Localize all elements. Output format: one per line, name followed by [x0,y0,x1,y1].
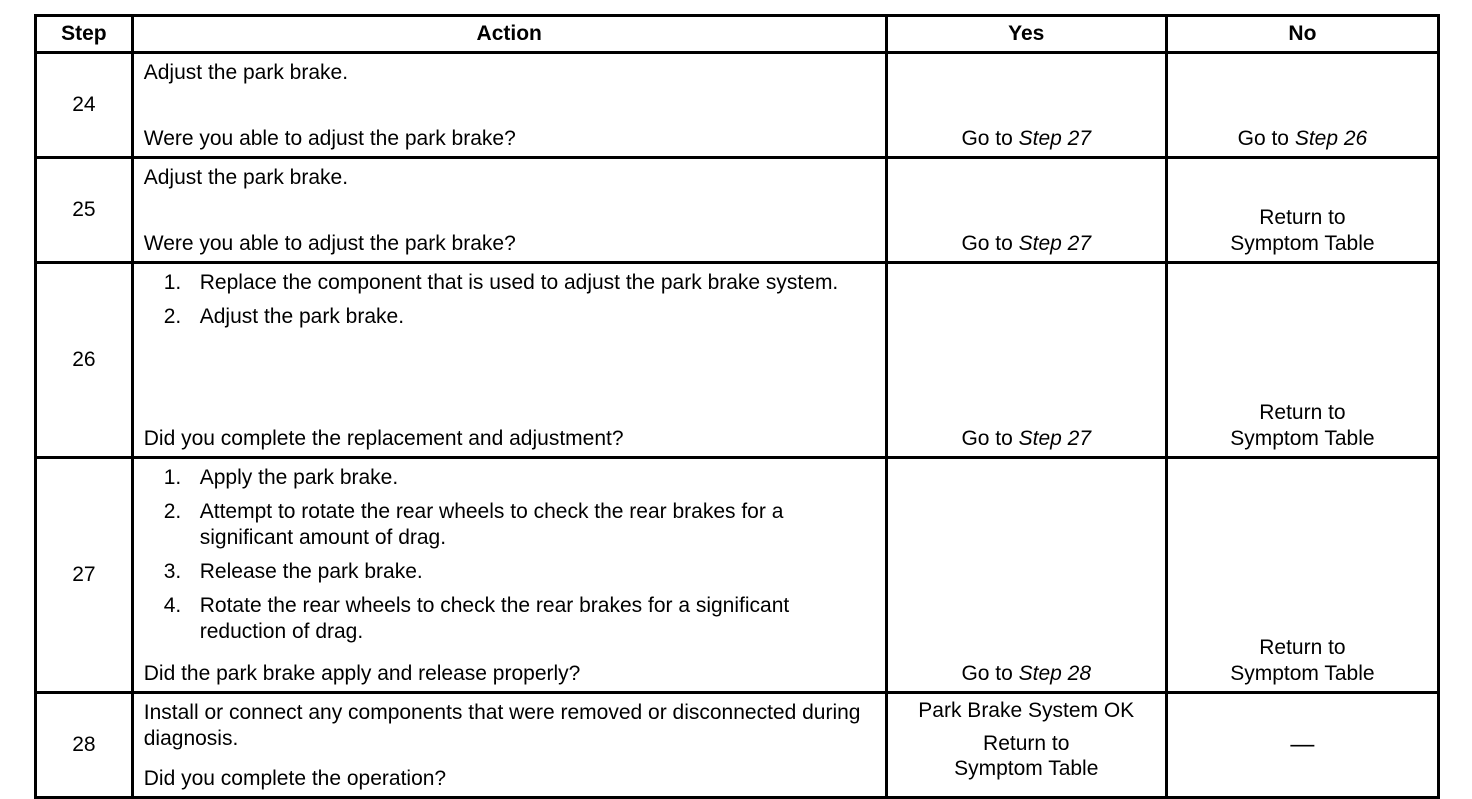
item-text: Attempt to rotate the rear wheels to che… [199,500,784,549]
no-line-1: Return to [1259,401,1346,424]
table-row: 25 Adjust the park brake. Were you able … [34,156,1441,264]
action-cell: 1. Apply the park brake. 2. Attempt to rot… [130,456,888,694]
yes-step-link[interactable]: Step 27 [1018,427,1092,450]
item-number: 1. [163,271,182,294]
step-number: 25 [34,156,134,264]
step-number: 24 [34,51,134,159]
action-cell: Install or connect any components that w… [130,691,888,799]
no-prefix: Go to [1237,127,1295,150]
header-row: Step Action Yes No [34,14,1441,54]
list-item: 2. Attempt to rotate the rear wheels to c… [164,499,875,551]
yes-prefix: Go to [961,427,1019,450]
question-text: Were you able to adjust the park brake? [143,127,516,150]
table-row: 26 1. Replace the component that is used … [34,261,1441,459]
no-cell: Return to Symptom Table [1164,156,1441,264]
question-text: Did the park brake apply and release pro… [143,662,581,685]
question-text: Were you able to adjust the park brake? [143,232,516,255]
action-cell: Adjust the park brake. Were you able to … [130,51,888,159]
no-line-1: Return to [1259,206,1346,229]
question-text: Did you complete the replacement and adj… [143,427,624,450]
yes-cell: Go to Step 27 [884,51,1168,159]
action-text: Adjust the park brake. [143,166,349,189]
yes-prefix: Go to [961,127,1019,150]
yes-line-2: Return to [983,732,1070,755]
step-number: 27 [34,456,134,694]
diagnostic-table: Step Action Yes No 24 Adjust the park br… [34,14,1441,799]
header-action: Action [130,14,888,54]
action-cell: Adjust the park brake. Were you able to … [130,156,888,264]
yes-line-3[interactable]: Symptom Table [954,757,1099,780]
no-dash: — [1290,730,1315,758]
yes-cell: Go to Step 28 [884,456,1168,694]
no-cell: — [1164,691,1441,799]
yes-prefix: Go to [961,662,1019,685]
item-text: Release the park brake. [199,560,423,583]
yes-cell: Go to Step 27 [884,156,1168,264]
action-text: Adjust the park brake. [143,61,349,84]
step-number: 26 [34,261,134,459]
no-line-2[interactable]: Symptom Table [1230,427,1375,450]
yes-result-text: Park Brake System OK [918,699,1135,722]
item-number: 1. [163,466,182,489]
header-step: Step [34,14,134,54]
list-item: 2. Adjust the park brake. [164,304,875,330]
no-cell: Return to Symptom Table [1164,261,1441,459]
yes-prefix: Go to [961,232,1019,255]
list-item: 1. Apply the park brake. [164,465,875,491]
item-text: Rotate the rear wheels to check the rear… [199,594,790,643]
yes-step-link[interactable]: Step 27 [1018,232,1092,255]
action-list: 1. Replace the component that is used to … [144,270,875,330]
item-text: Apply the park brake. [199,466,399,489]
item-text: Replace the component that is used to ad… [199,271,839,294]
item-number: 2. [163,500,182,523]
action-text: Install or connect any components that w… [143,701,861,750]
no-line-1: Return to [1259,636,1346,659]
no-line-2[interactable]: Symptom Table [1230,662,1375,685]
table-row: 28 Install or connect any components tha… [34,691,1441,799]
table-row: 27 1. Apply the park brake. 2. Attempt to … [34,456,1441,694]
yes-cell: Park Brake System OK Return to Symptom T… [884,691,1168,799]
no-line-2[interactable]: Symptom Table [1230,232,1375,255]
item-number: 2. [163,305,182,328]
step-number: 28 [34,691,134,799]
item-number: 3. [163,560,182,583]
yes-step-link[interactable]: Step 28 [1018,662,1092,685]
question-text: Did you complete the operation? [143,767,447,790]
action-list: 1. Apply the park brake. 2. Attempt to rot… [144,465,875,645]
yes-cell: Go to Step 27 [884,261,1168,459]
no-cell: Return to Symptom Table [1164,456,1441,694]
header-yes: Yes [884,14,1168,54]
list-item: 3. Release the park brake. [164,559,875,585]
action-cell: 1. Replace the component that is used to … [130,261,888,459]
yes-step-link[interactable]: Step 27 [1018,127,1092,150]
no-step-link[interactable]: Step 26 [1294,127,1368,150]
item-number: 4. [163,594,182,617]
header-no: No [1164,14,1441,54]
list-item: 1. Replace the component that is used to … [164,270,875,296]
list-item: 4. Rotate the rear wheels to check the re… [164,593,875,645]
no-cell: Go to Step 26 [1164,51,1441,159]
table-row: 24 Adjust the park brake. Were you able … [34,51,1441,159]
item-text: Adjust the park brake. [199,305,405,328]
